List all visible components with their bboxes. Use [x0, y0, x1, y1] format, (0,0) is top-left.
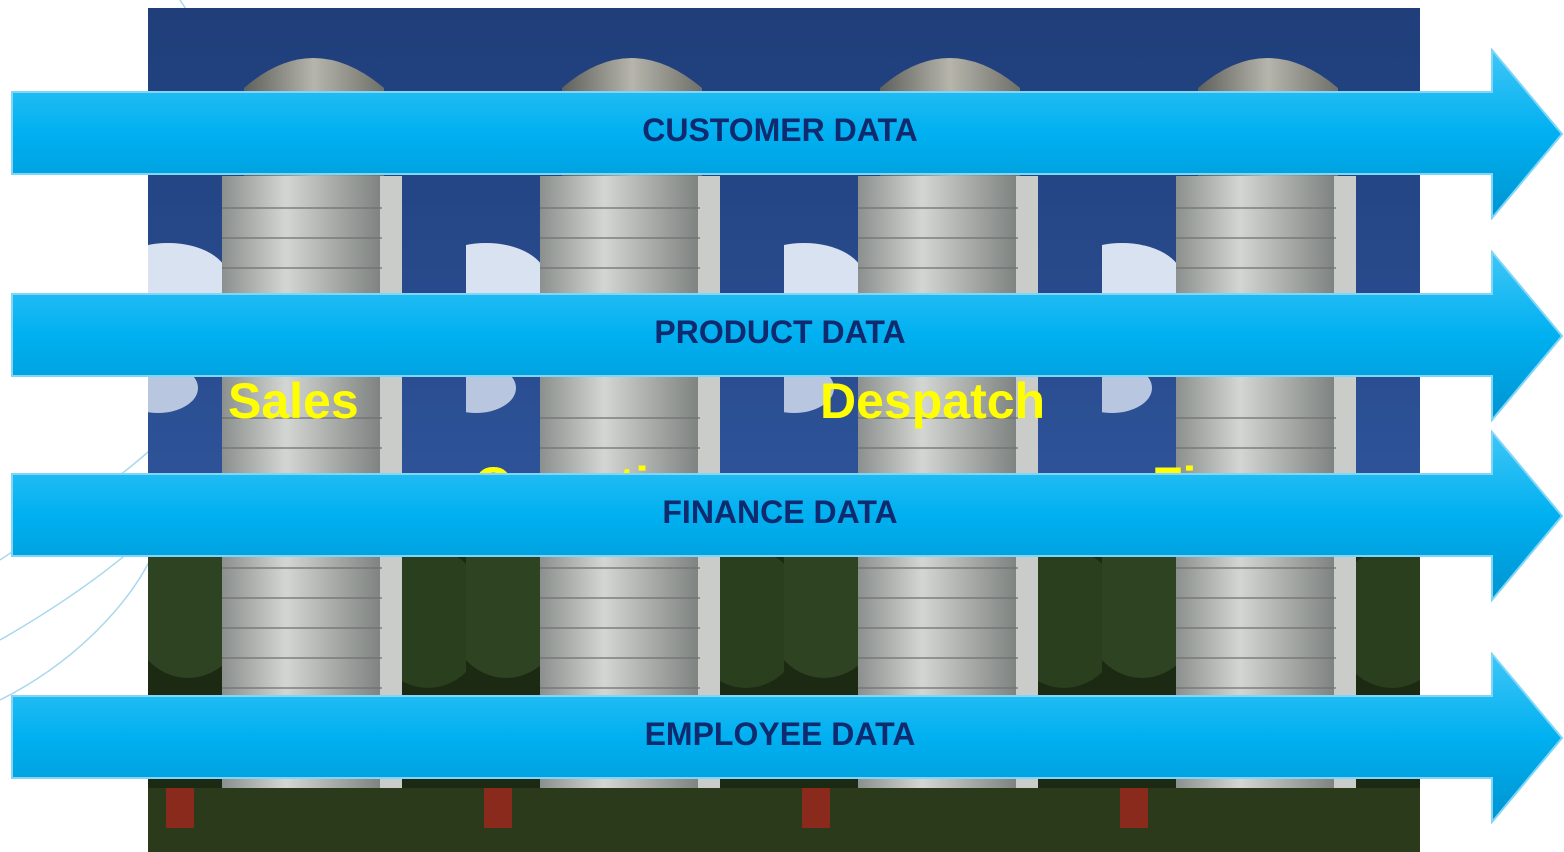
- data-flow-label: FINANCE DATA: [662, 494, 898, 530]
- data-flow-label: PRODUCT DATA: [654, 314, 906, 350]
- data-flow-arrow-product: PRODUCT DATA: [10, 250, 1564, 422]
- data-flow-arrow-finance: FINANCE DATA: [10, 430, 1564, 602]
- data-flow-label: CUSTOMER DATA: [642, 112, 918, 148]
- data-flow-arrow-customer: CUSTOMER DATA: [10, 48, 1564, 220]
- silo-label-despatch: Despatch: [820, 373, 1046, 429]
- silo-label-sales: Sales: [228, 373, 359, 429]
- data-flow-label: EMPLOYEE DATA: [644, 716, 916, 752]
- data-flow-arrow-employee: EMPLOYEE DATA: [10, 652, 1564, 824]
